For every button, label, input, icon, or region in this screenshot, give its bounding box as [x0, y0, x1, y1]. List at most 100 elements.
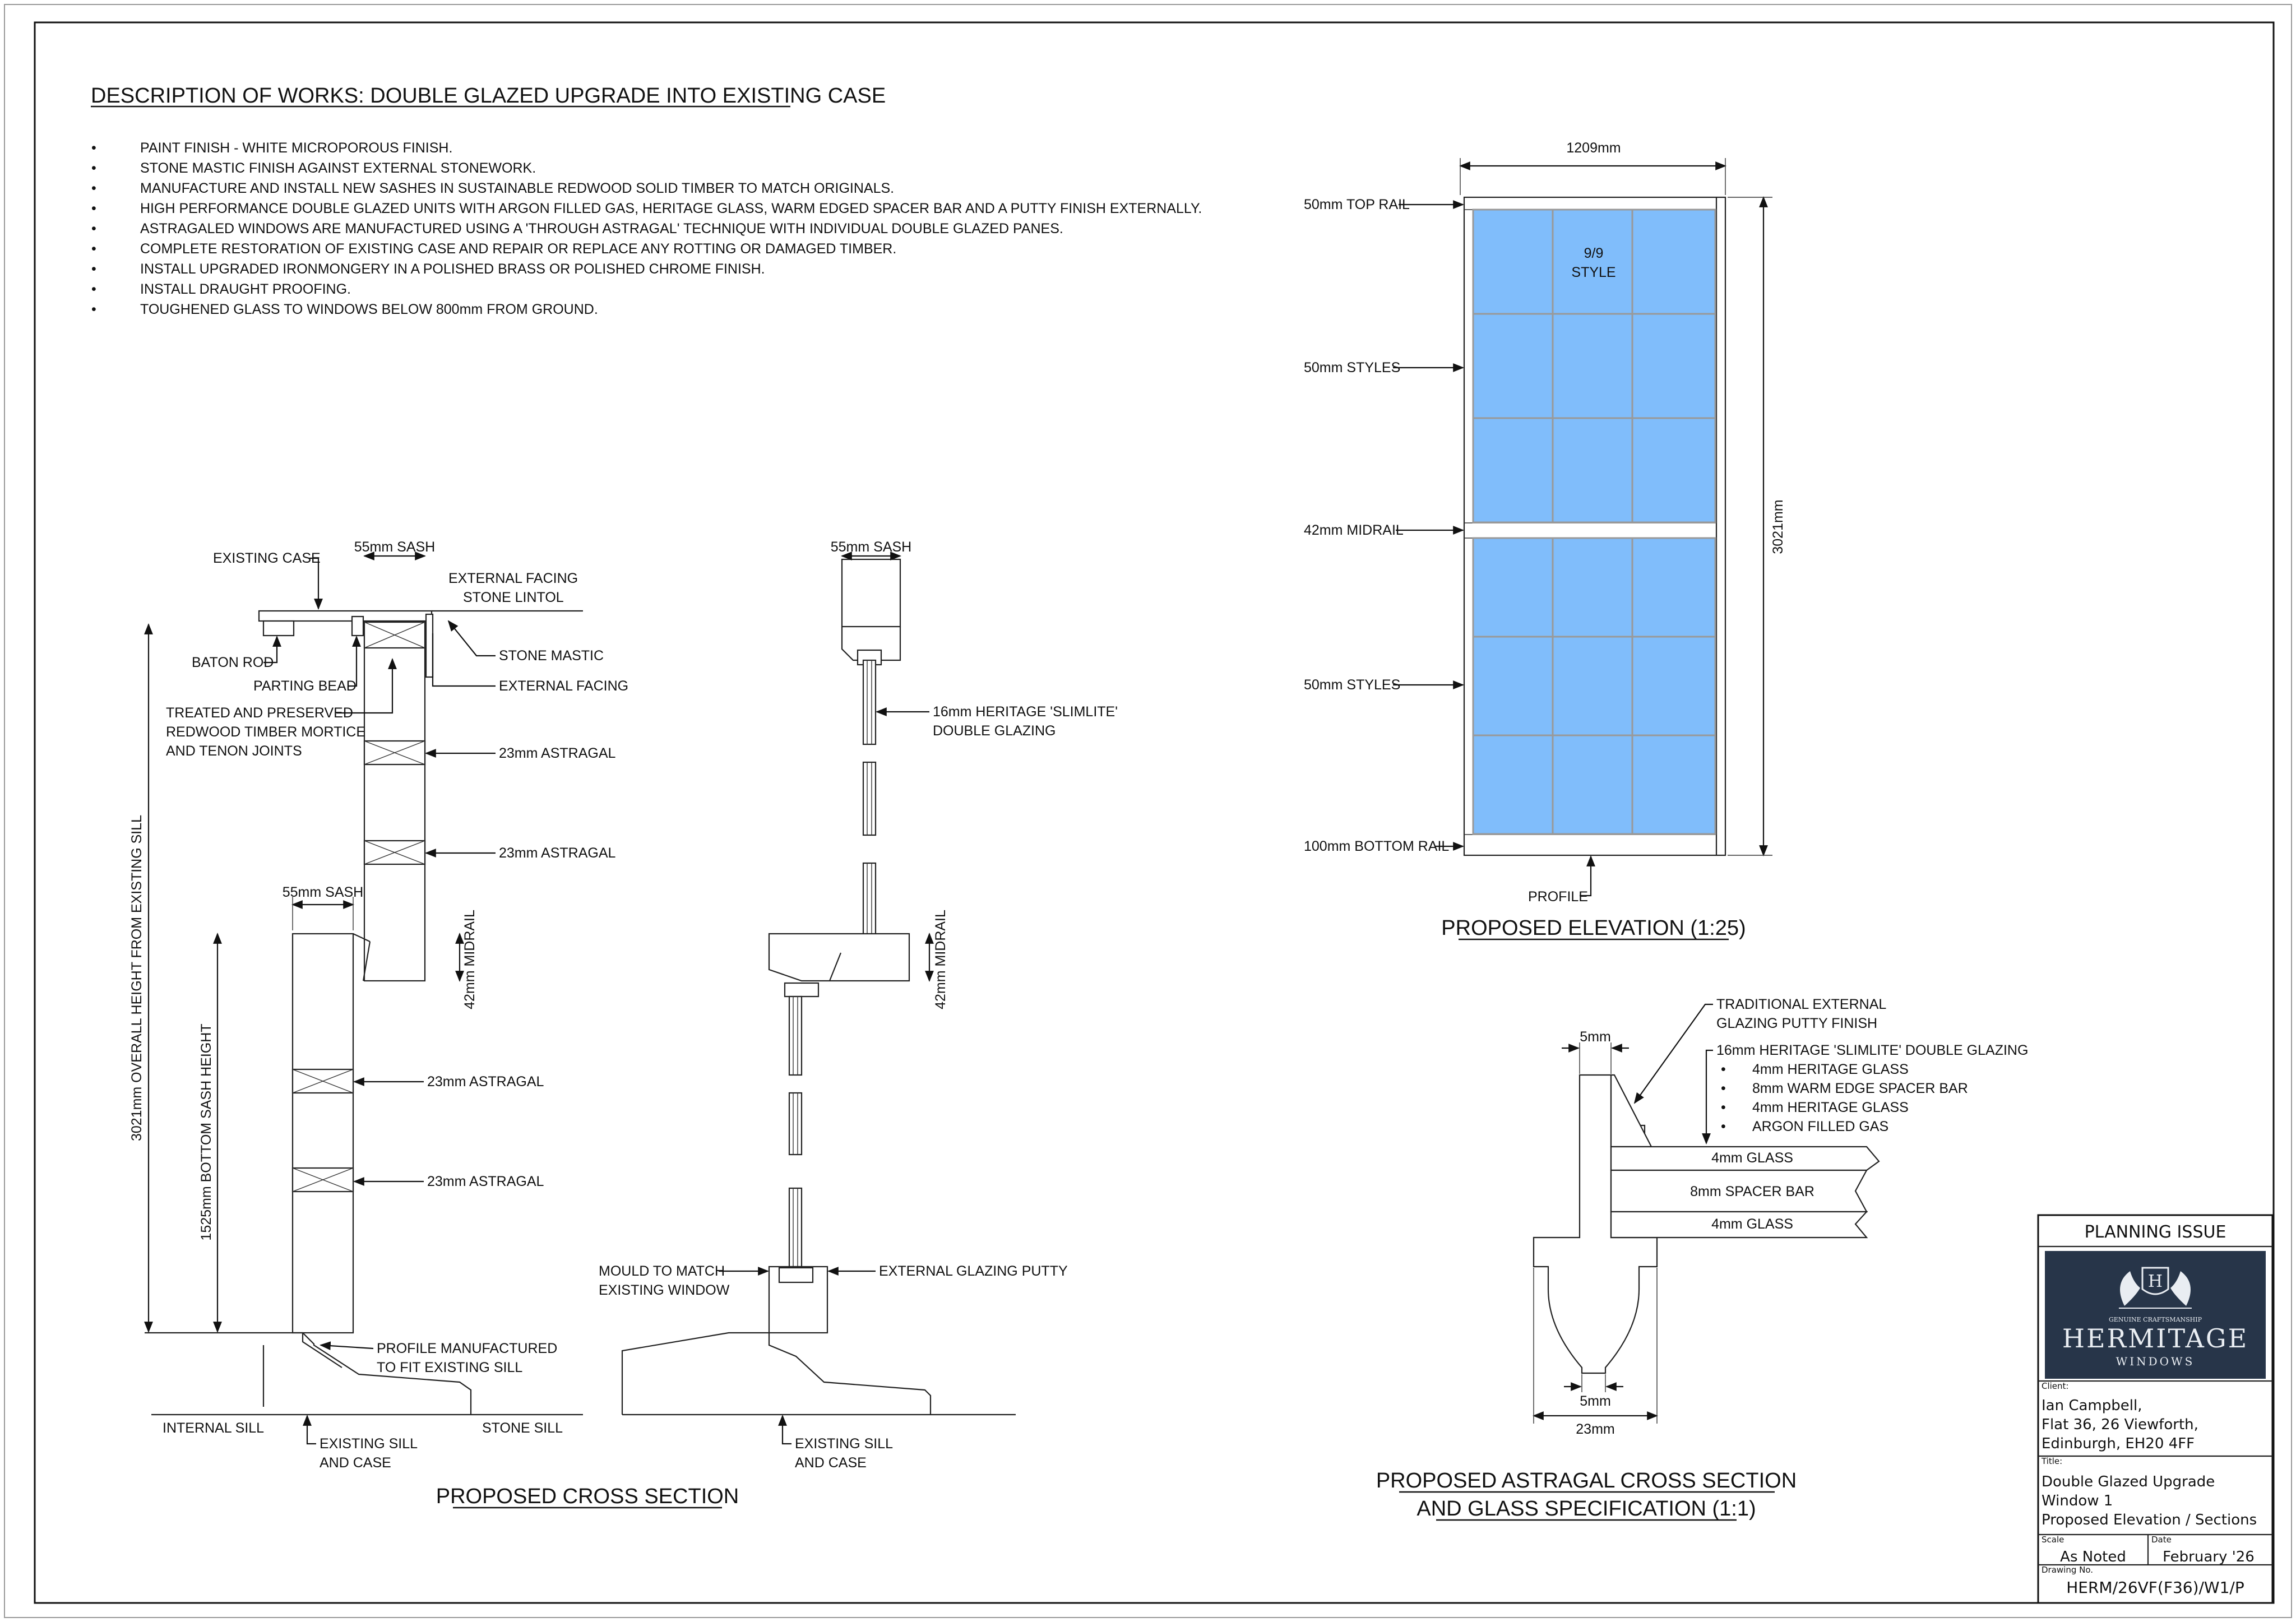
existing-sill-label: AND CASE: [320, 1455, 391, 1471]
baton-rod-label: BATON ROD: [192, 655, 274, 670]
cross-section-title: PROPOSED CROSS SECTION: [436, 1485, 739, 1508]
spec-item: 8mm WARM EDGE SPACER BAR: [1752, 1081, 1968, 1096]
logo-tagline: GENUINE CRAFTSMANSHIP: [2109, 1316, 2202, 1323]
elevation-title: PROPOSED ELEVATION (1:25): [1441, 916, 1746, 940]
spec-item: ARGON FILLED GAS: [1752, 1119, 1888, 1134]
bottom-rail-label: 100mm BOTTOM RAIL: [1304, 838, 1449, 854]
existing-sill-label: EXISTING SILL: [320, 1436, 418, 1452]
description-item: INSTALL DRAUGHT PROOFING.: [140, 281, 351, 297]
profile-label: PROFILE: [1528, 889, 1588, 905]
bullet: •: [91, 281, 96, 297]
glazing-putty: [1610, 1074, 1652, 1148]
logo-letter: H: [2148, 1272, 2163, 1291]
bullet: •: [91, 221, 96, 237]
top-dim: 5mm: [1580, 1029, 1611, 1045]
description-list: • PAINT FINISH - WHITE MICROPOROUS FINIS…: [91, 140, 1202, 317]
drawing-no-value: HERM/26VF(F36)/W1/P: [2066, 1578, 2244, 1597]
bullet: •: [91, 302, 96, 317]
astragal-title: AND GLASS SPECIFICATION (1:1): [1417, 1497, 1756, 1521]
glass-top-label: 4mm GLASS: [1711, 1150, 1793, 1166]
midrail-label: 42mm MIDRAIL: [1304, 522, 1404, 538]
treated-label: TREATED AND PRESERVED: [166, 705, 353, 721]
glazing-spec-label: 16mm HERITAGE 'SLIMLITE' DOUBLE GLAZING: [1716, 1042, 2028, 1058]
profile-label: TO FIT EXISTING SILL: [377, 1360, 522, 1375]
bullet: •: [91, 241, 96, 257]
sheet-outer-border: [4, 4, 2292, 1618]
spacer-label: 8mm SPACER BAR: [1690, 1184, 1814, 1199]
glass-pane: [1631, 537, 1716, 638]
description-item: HIGH PERFORMANCE DOUBLE GLAZED UNITS WIT…: [140, 201, 1202, 216]
lower-sash: [291, 933, 354, 1334]
lion-left-icon: [2120, 1271, 2140, 1306]
client-label: Client:: [2042, 1381, 2068, 1391]
description-title: DESCRIPTION OF WORKS: DOUBLE GLAZED UPGR…: [91, 84, 886, 108]
external-facing-lintol-label: EXTERNAL FACING: [448, 571, 578, 586]
title-block: PLANNING ISSUE H GENUINE CRAFTSMANSHIP H…: [2037, 1214, 2274, 1604]
bullet: •: [91, 201, 96, 216]
putty-label: TRADITIONAL EXTERNAL: [1716, 997, 1886, 1012]
upper-sash: [363, 621, 426, 982]
astragal-label: 23mm ASTRAGAL: [427, 1074, 544, 1090]
bullet: •: [1721, 1062, 1726, 1077]
description-of-works: DESCRIPTION OF WORKS: DOUBLE GLAZED UPGR…: [91, 84, 1202, 317]
title-label: Title:: [2041, 1456, 2062, 1466]
date-value: February '26: [2163, 1549, 2255, 1565]
putty-label: EXTERNAL GLAZING PUTTY: [879, 1263, 1068, 1279]
existing-sill: [145, 1332, 472, 1415]
bullet: •: [91, 160, 96, 176]
glass-pane: [1552, 537, 1633, 638]
spacer-layer: [1610, 1169, 1868, 1213]
mould-label: MOULD TO MATCH: [599, 1263, 725, 1279]
mould-label: EXISTING WINDOW: [599, 1282, 730, 1298]
description-item: COMPLETE RESTORATION OF EXISTING CASE AN…: [140, 241, 896, 257]
astragal-title: PROPOSED ASTRAGAL CROSS SECTION: [1376, 1469, 1797, 1493]
astragal-cross-section: 4mm GLASS 8mm SPACER BAR 4mm GLASS 5mm 5…: [1376, 997, 2028, 1521]
bottom-sash-height-dim: 1525mm BOTTOM SASH HEIGHT: [198, 1023, 214, 1240]
description-item: TOUGHENED GLASS TO WINDOWS BELOW 800mm F…: [140, 302, 598, 317]
astragal-label: 23mm ASTRAGAL: [427, 1174, 544, 1189]
stone-mastic-label: STONE MASTIC: [499, 648, 604, 664]
styles-upper-label: 50mm STYLES: [1304, 360, 1400, 376]
external-facing-lintol-label: STONE LINTOL: [463, 590, 564, 605]
sash-lower-dim: 55mm SASH: [283, 884, 363, 900]
glazing-unit-lower: [788, 995, 803, 1268]
glazing-cross-section: 55mm SASH 42mm MIDRAIL 16mm HERITAGE 'SL…: [599, 539, 1118, 1471]
issue-label: PLANNING ISSUE: [2085, 1222, 2226, 1242]
lower-sash-panes: [1472, 537, 1716, 835]
astragal-label: 23mm ASTRAGAL: [499, 845, 615, 861]
glass-pane: [1552, 636, 1633, 736]
description-item: STONE MASTIC FINISH AGAINST EXTERNAL STO…: [140, 160, 536, 176]
bottom-dim: 5mm: [1580, 1393, 1611, 1409]
logo-name: HERMITAGE: [2062, 1323, 2248, 1354]
existing-sill: [621, 1332, 932, 1415]
glass-layer-top: [1610, 1146, 1880, 1171]
company-logo: H GENUINE CRAFTSMANSHIP HERMITAGE WINDOW…: [2045, 1251, 2266, 1379]
stone-sill-label: STONE SILL: [482, 1420, 563, 1436]
width-dim: 23mm: [1576, 1421, 1614, 1437]
description-item: PAINT FINISH - WHITE MICROPOROUS FINISH.: [140, 140, 452, 156]
bullet: •: [1721, 1119, 1726, 1134]
style-label: STYLE: [1571, 265, 1615, 280]
elevation-width-dim: 1209mm: [1566, 140, 1621, 156]
glass-pane: [1631, 734, 1716, 835]
client-line: Edinburgh, EH20 4FF: [2042, 1435, 2195, 1452]
elevation-height-dim: 3021mm: [1770, 499, 1786, 554]
glass-pane: [1552, 734, 1633, 835]
glass-pane: [1631, 313, 1716, 419]
bullet: •: [1721, 1100, 1726, 1115]
description-item: INSTALL UPGRADED IRONMONGERY IN A POLISH…: [140, 261, 765, 277]
glass-pane: [1472, 313, 1554, 419]
glass-pane: [1552, 313, 1633, 419]
scale-value: As Noted: [2060, 1549, 2126, 1565]
external-facing-label: EXTERNAL FACING: [499, 678, 628, 694]
shield-icon: [2141, 1267, 2169, 1295]
glass-bottom-label: 4mm GLASS: [1711, 1216, 1793, 1232]
title-line: Double Glazed Upgrade: [2042, 1473, 2215, 1490]
midrail-dim: 42mm MIDRAIL: [933, 910, 948, 1009]
glass-pane: [1472, 734, 1554, 835]
glazing-label: DOUBLE GLAZING: [933, 723, 1056, 739]
bullet: •: [91, 180, 96, 196]
existing-case-label: EXISTING CASE: [213, 550, 321, 566]
spec-item: 4mm HERITAGE GLASS: [1752, 1100, 1909, 1115]
